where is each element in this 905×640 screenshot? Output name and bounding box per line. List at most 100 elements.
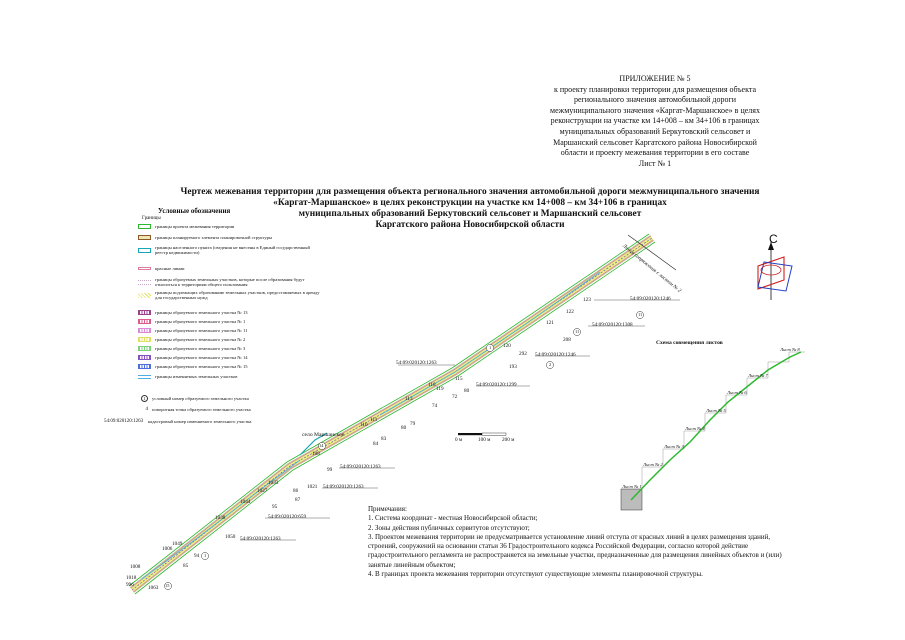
point-number: 94	[194, 553, 200, 559]
cadastral-label: 54:09:020120:1263	[240, 536, 281, 542]
point-number: 123	[583, 297, 591, 303]
point-number: 1006	[162, 546, 173, 552]
legend-symbol	[138, 355, 151, 360]
cadastral-label: 54:09:020120:1263	[323, 484, 364, 490]
point-number: 79	[410, 421, 416, 427]
point-number: 193	[509, 364, 517, 370]
point-number: 122	[566, 309, 574, 315]
legend-label: границы образуемого земельного участка №…	[155, 355, 248, 360]
title-line: Каргатского района Новосибирской области	[375, 220, 565, 230]
legend-label: поворотная точка образуемого земельного …	[152, 407, 251, 412]
legend-symbol	[138, 364, 151, 369]
legend-item: границы образуемого земельного участка №…	[138, 328, 320, 333]
sheet-label: Лист № 3	[664, 444, 684, 449]
sheet-label: Лист № 2	[643, 462, 663, 467]
title-line: муниципальных образований Беркутовский с…	[298, 209, 642, 219]
cadastral-label: 54:09:020120:1299	[476, 382, 517, 388]
cadastral-label: 54:09:020120:1263	[340, 464, 381, 470]
appendix-line: Лист № 1	[638, 158, 672, 168]
legend-item: границы образуемого земельного участка №…	[138, 337, 320, 342]
legend-label: границы проекта межевания территории	[155, 224, 235, 229]
parcel-number: 1	[489, 345, 492, 350]
point-number: 80	[464, 388, 470, 394]
legend-item: границы населенного пункта (сведения не …	[138, 245, 320, 255]
appendix-line: регионального значения автомобильной дор…	[573, 95, 737, 105]
note-line: 1. Система координат - местная Новосибир…	[368, 514, 538, 523]
legend-symbol	[138, 224, 151, 229]
point-number: 115	[455, 376, 463, 382]
legend-subtitle: Границы	[142, 216, 161, 221]
appendix-line: реконструкции на участке км 14+008 – км …	[550, 116, 760, 126]
legend-label: границы подлежащих образованию земельных…	[155, 290, 320, 300]
note-line: 4. В границах проекта межевания территор…	[368, 570, 703, 579]
notes: Примечания: 1. Система координат - местн…	[368, 505, 788, 579]
cadastral-label: 54:09:020120:1263	[396, 360, 437, 366]
legend-symbol	[138, 337, 151, 342]
legend-item: границы планируемого элемента планировоч…	[138, 235, 320, 240]
legend-label: границы образуемого земельного участка №…	[155, 310, 248, 315]
point-number: 95	[272, 504, 278, 510]
legend-title: Условные обозначения	[158, 207, 231, 215]
cadastral-label: 54:09:020120:1308	[592, 322, 633, 328]
point-number: 1018	[126, 575, 137, 581]
legend-symbol	[138, 247, 151, 253]
legend-label: границы образуемого земельного участка №…	[155, 328, 248, 333]
point-number: 1050	[225, 534, 236, 540]
scale-label: 0 м	[455, 437, 463, 443]
title-line: «Каргат-Маршанское» в целях реконструкци…	[273, 198, 667, 208]
legend-item: границы образуемого земельного участка №…	[138, 355, 320, 360]
legend-label: кадастровый номер изменяемого земельного…	[148, 419, 252, 424]
legend-item: границы подлежащих образованию земельных…	[138, 290, 320, 300]
village-label: село Маршанское	[302, 432, 345, 438]
point-number: 72	[452, 394, 458, 400]
legend-item: границы образуемого земельного участка №…	[138, 346, 320, 351]
legend-item: границы образуемых земельных участков, к…	[138, 277, 320, 287]
point-number: 87	[295, 497, 301, 503]
appendix-line: к проекту планировки территории для разм…	[554, 84, 756, 94]
point-number: 1008	[130, 564, 141, 570]
drawing-title: Чертеж межевания территории для размещен…	[150, 187, 790, 231]
legend-item: красные линии	[138, 266, 320, 271]
point-number: 208	[563, 337, 571, 343]
sheet-scheme	[620, 351, 805, 511]
legend-symbol	[138, 292, 151, 298]
parcel-number: 11	[575, 329, 580, 334]
point-number: 99	[327, 467, 333, 473]
point-number: 292	[519, 351, 527, 357]
legend-symbol	[138, 328, 151, 333]
legend-item: границы образуемого земельного участка №…	[138, 310, 320, 315]
sheet-label: Лист № 4	[685, 426, 705, 431]
parcel-number: 14	[319, 443, 324, 448]
legend-item: границы образуемого земельного участка №…	[138, 319, 320, 324]
point-number: 1038	[215, 515, 226, 521]
cadastral-label: 54:09:020120:1246	[535, 352, 576, 358]
point-number: 1049	[172, 541, 183, 547]
legend-symbol: 1	[141, 395, 148, 402]
legend-symbol	[138, 267, 151, 270]
north-arrow	[757, 242, 793, 300]
leader-lines	[240, 299, 680, 541]
point-number: 119	[436, 386, 444, 392]
note-line: 3. Проектом межевания территории не пред…	[368, 532, 782, 569]
parcel-markers	[164, 311, 644, 590]
scale-label: 100 м	[478, 437, 491, 443]
legend-symbol	[138, 346, 151, 351]
notes-title: Примечания:	[368, 505, 407, 513]
legend-symbol	[138, 279, 151, 285]
point-number: 83	[381, 436, 387, 442]
legend-label: границы изменяемых земельных участков	[155, 374, 238, 379]
north-label: С	[769, 232, 778, 246]
note-line: 2. Зоны действия публичных сервитутов от…	[368, 523, 530, 532]
point-number: 1021	[307, 484, 318, 490]
scale-label: 200 м	[502, 437, 515, 443]
point-number: 86	[293, 488, 299, 494]
sheet-label: Лист № 1	[622, 484, 642, 489]
legend-label: границы образуемого земельного участка №…	[155, 346, 246, 351]
parcel-number: 2	[549, 362, 552, 367]
legend-symbol: 4	[145, 407, 149, 412]
point-number: 85	[183, 563, 189, 569]
point-number: 1044	[240, 499, 251, 505]
